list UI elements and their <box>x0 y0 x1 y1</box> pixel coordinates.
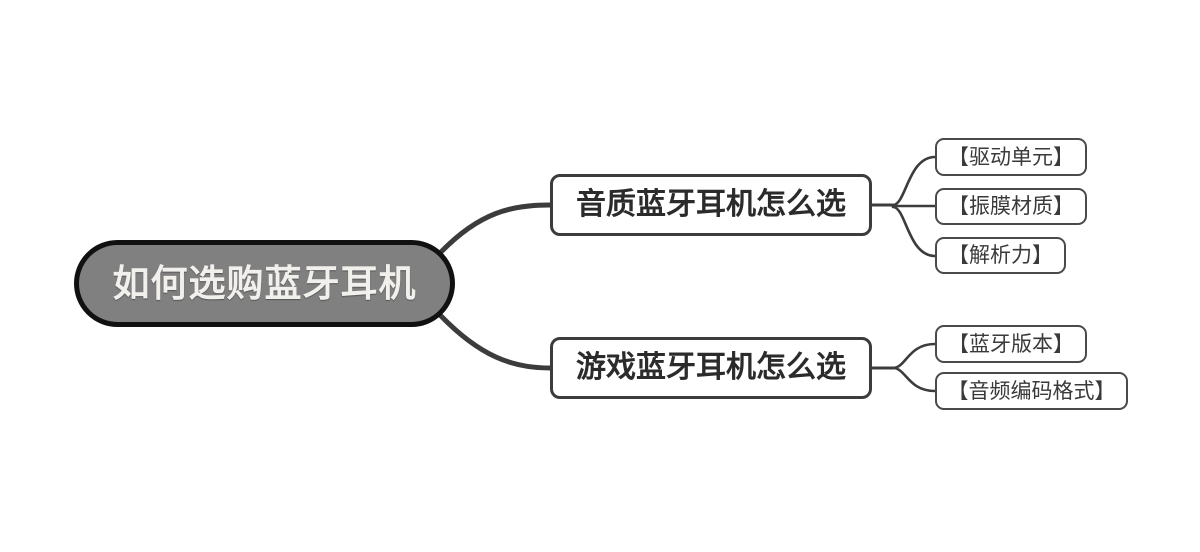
branch-node-label: 音质蓝牙耳机怎么选 <box>576 188 846 221</box>
branch-node-label: 游戏蓝牙耳机怎么选 <box>576 351 846 384</box>
leaf-node-label: 【音频编码格式】 <box>947 379 1116 403</box>
connector-branch-1-to-leaf-1 <box>891 366 937 393</box>
leaf-node-audio-codec[interactable]: 【音频编码格式】 <box>935 372 1128 410</box>
leaf-node-bluetooth-version[interactable]: 【蓝牙版本】 <box>935 325 1087 363</box>
branch-node-gaming[interactable]: 游戏蓝牙耳机怎么选 <box>550 337 872 399</box>
connector-branch-0-to-leaf-2 <box>891 205 937 258</box>
branch-node-audio-quality[interactable]: 音质蓝牙耳机怎么选 <box>550 174 872 236</box>
root-node[interactable]: 如何选购蓝牙耳机 <box>74 240 455 327</box>
leaf-node-label: 【解析力】 <box>948 244 1053 267</box>
leaf-node-label: 【振膜材质】 <box>948 195 1074 218</box>
leaf-node-diaphragm-material[interactable]: 【振膜材质】 <box>935 188 1087 225</box>
leaf-node-driver-unit[interactable]: 【驱动单元】 <box>935 138 1087 176</box>
connector-branch-0-to-leaf-0 <box>891 155 937 207</box>
root-node-label: 如何选购蓝牙耳机 <box>112 263 417 304</box>
connector-root-to-branch-1 <box>438 313 553 371</box>
leaf-node-label: 【蓝牙版本】 <box>948 332 1074 356</box>
leaf-node-label: 【驱动单元】 <box>948 145 1074 169</box>
connector-root-to-branch-0 <box>438 202 553 255</box>
connector-branch-1-to-leaf-0 <box>891 342 937 370</box>
leaf-node-resolution[interactable]: 【解析力】 <box>935 237 1066 274</box>
